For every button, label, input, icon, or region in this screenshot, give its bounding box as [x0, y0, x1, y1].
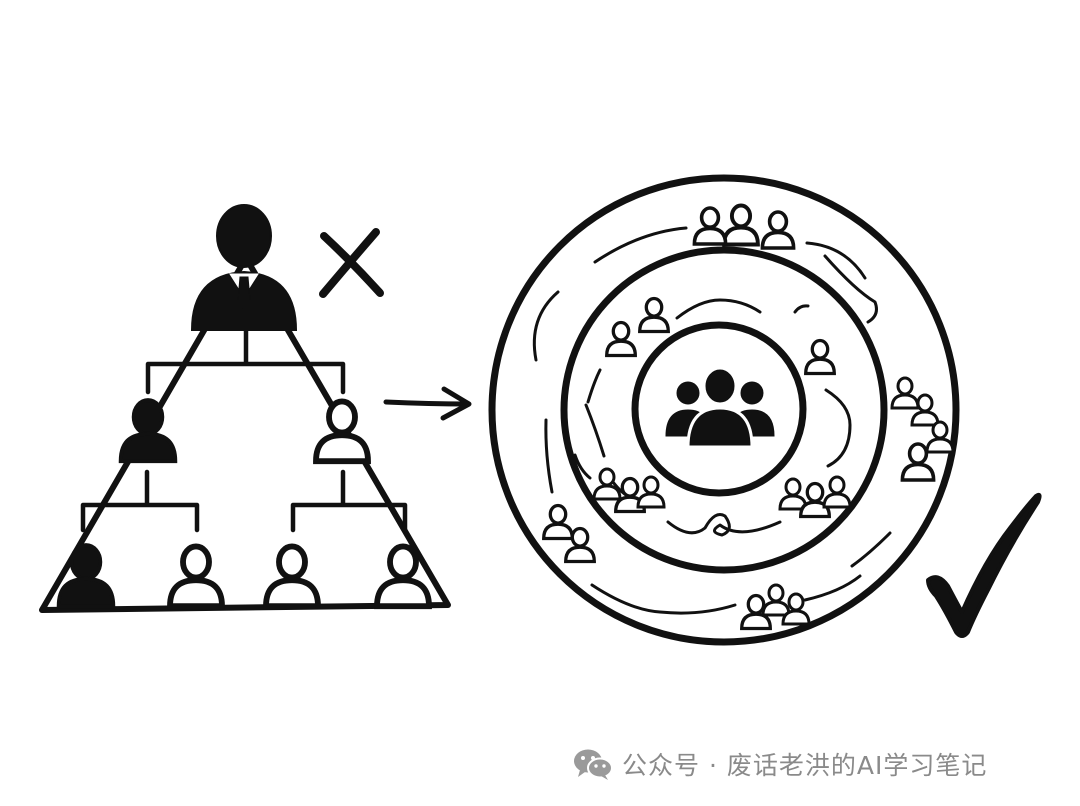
cross-icon [319, 228, 384, 298]
network-circles [488, 174, 960, 646]
people-cluster [890, 376, 955, 482]
manager-solid-icon [118, 398, 178, 464]
arrow-right-icon [383, 386, 472, 421]
people-cluster [592, 467, 666, 514]
people-cluster [778, 475, 852, 519]
people-cluster [740, 583, 811, 631]
hierarchy-pyramid [39, 204, 451, 613]
people-cluster [542, 503, 596, 564]
people-group-icon [665, 366, 775, 449]
org-chart-connectors [80, 327, 408, 533]
worker-solid-icon [56, 543, 116, 609]
inner-ring [631, 321, 807, 497]
middle-ring [560, 246, 888, 574]
watermark: 公众号 · 废话老洪的AI学习笔记 [572, 744, 987, 784]
watermark-text: 公众号 · 废话老洪的AI学习笔记 [622, 751, 988, 780]
boss-icon [190, 204, 298, 331]
people-cluster [692, 203, 796, 250]
outer-ring [488, 174, 960, 646]
people-cluster [804, 338, 836, 376]
wechat-icon [574, 749, 613, 780]
connection-lines [532, 226, 892, 615]
worker-hollow-icon [266, 546, 318, 606]
manager-hollow-icon [316, 401, 368, 461]
checkmark-icon [926, 492, 1042, 638]
worker-hollow-icon [170, 546, 222, 606]
